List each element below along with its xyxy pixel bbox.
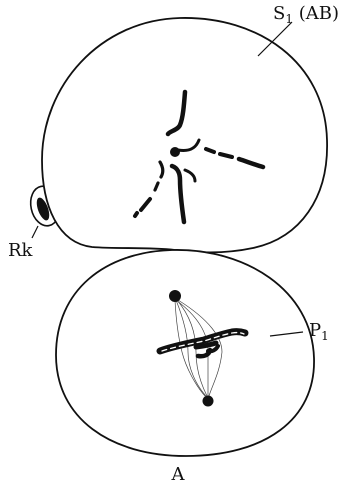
chromosome <box>218 152 234 159</box>
rk-label: Rk <box>8 240 34 261</box>
chromosome <box>133 211 139 218</box>
p1-label: P1 <box>309 320 329 343</box>
s1-leader-line <box>257 21 293 57</box>
centrosome-upper <box>170 147 180 157</box>
centrosome-lower-bottom <box>202 395 214 407</box>
lower-cell-p1 <box>55 249 315 457</box>
chromosome <box>204 147 216 154</box>
figure-caption: A <box>171 464 186 485</box>
chromosome <box>176 138 201 152</box>
s1-label: S1 (AB) <box>273 3 339 26</box>
chromosome <box>139 197 152 212</box>
chromosome <box>183 168 197 183</box>
chromosome <box>236 156 266 170</box>
leader-lines <box>31 21 304 337</box>
p1-leader-line <box>269 331 304 337</box>
chromosome <box>165 89 188 137</box>
chromosome <box>158 160 165 179</box>
chromosome <box>169 163 187 225</box>
rk-leader-line <box>31 225 39 239</box>
upper-chromosomes <box>133 89 266 225</box>
metaphase-chromosomes <box>156 328 249 359</box>
chromosome <box>153 181 160 192</box>
centrosome-lower-top <box>169 290 181 302</box>
